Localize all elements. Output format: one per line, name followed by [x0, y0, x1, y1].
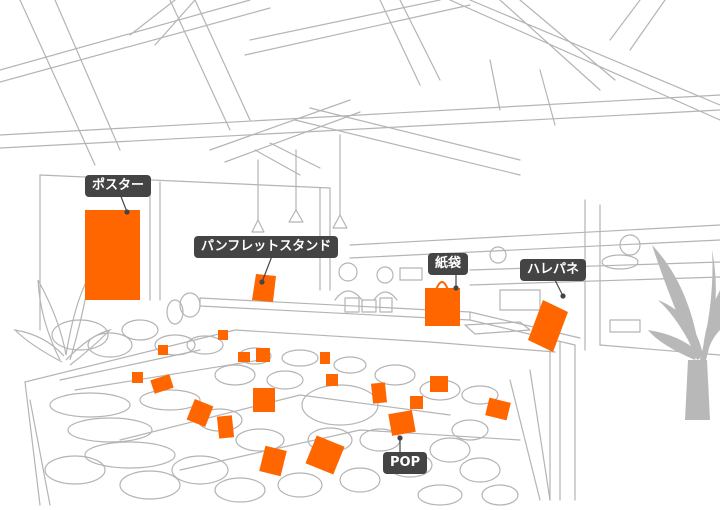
callout-pamphlet-stand: パンフレットスタンド: [194, 236, 339, 258]
callout-paper-bag: 紙袋: [428, 253, 469, 275]
callout-poster: ポスター: [85, 175, 152, 197]
callout-hanging-panel: ハレパネ: [520, 259, 587, 281]
paper-bag-item: [425, 281, 460, 326]
callout-pop: POP: [383, 452, 428, 474]
callout-leaders: [119, 193, 566, 453]
produce: [44, 292, 519, 506]
poster-panel: [85, 210, 140, 300]
back-wall: [39, 174, 720, 356]
staff-figures: [334, 262, 398, 313]
pamphlet-stand-item: [252, 274, 276, 302]
plant-right: [648, 245, 720, 420]
hanging-panel-item: [528, 300, 568, 352]
wall-decor: [399, 234, 641, 333]
pop-cards: [132, 330, 511, 477]
pendant-lamps: [251, 134, 348, 233]
ceiling-beams: [0, 0, 720, 176]
